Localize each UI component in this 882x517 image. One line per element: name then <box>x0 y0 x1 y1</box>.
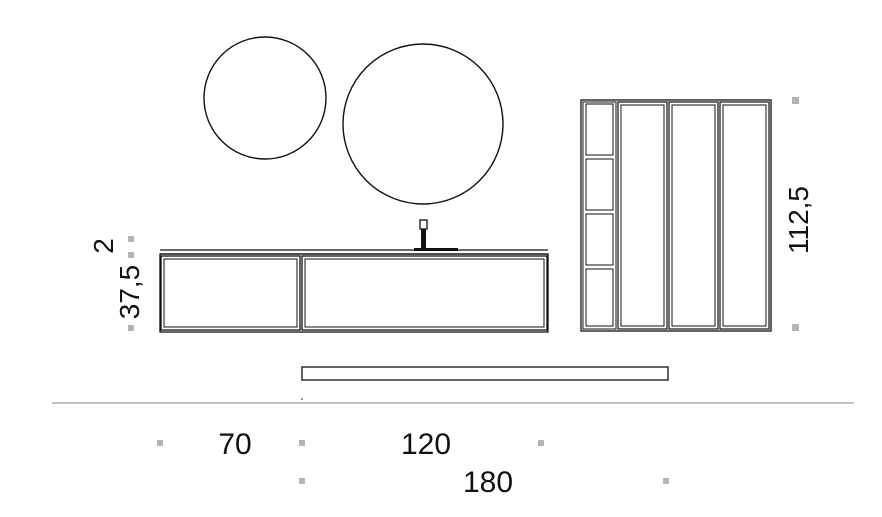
shelf-cell-4 <box>585 268 614 327</box>
left-drawer-inner <box>163 258 298 328</box>
marker-vertical-mid <box>128 252 134 258</box>
door-panel-2-outer <box>668 101 719 330</box>
column-outer-frame <box>580 99 772 332</box>
dim-top-height-label: 2 <box>88 238 119 254</box>
open-shelf-frame <box>582 101 617 330</box>
dim-cabinet-height-label: 37,5 <box>114 265 145 320</box>
shelf-cell-3 <box>585 213 614 266</box>
tall-column-unit <box>580 99 772 332</box>
marker-width-3 <box>538 440 544 446</box>
shelf-cell-1 <box>585 103 614 156</box>
base-plinth <box>301 366 669 381</box>
door-panel-1-inner <box>620 104 665 327</box>
door-panel-3-inner <box>722 104 767 327</box>
shelf-cell-2 <box>585 158 614 211</box>
dim-total-width-label: 180 <box>463 466 513 499</box>
marker-column-bottom <box>792 324 799 331</box>
dim-column-height-label: 112,5 <box>783 186 814 254</box>
small-round-mirror <box>203 36 327 160</box>
right-drawer-outer <box>301 255 548 331</box>
marker-vertical-bottom <box>128 325 134 331</box>
marker-width-2 <box>299 440 305 446</box>
vanity-cabinet <box>159 219 549 333</box>
door-panel-3-outer <box>719 101 770 330</box>
dim-middle-width-label: 120 <box>401 428 451 461</box>
marker-vertical-top <box>128 236 134 242</box>
marker-width-1 <box>157 440 163 446</box>
baseline-tick <box>301 398 303 400</box>
large-round-mirror <box>342 43 504 205</box>
marker-total-right <box>663 478 669 484</box>
faucet <box>414 219 458 251</box>
cabinet-body <box>159 253 549 333</box>
door-panel-2-inner <box>671 104 716 327</box>
left-drawer-outer <box>160 255 301 331</box>
right-drawer-inner <box>304 258 545 328</box>
marker-total-left <box>299 478 305 484</box>
dim-left-width-label: 70 <box>218 428 251 461</box>
door-panel-1-outer <box>617 101 668 330</box>
dimension-markers <box>128 97 799 484</box>
marker-column-top <box>792 97 799 104</box>
